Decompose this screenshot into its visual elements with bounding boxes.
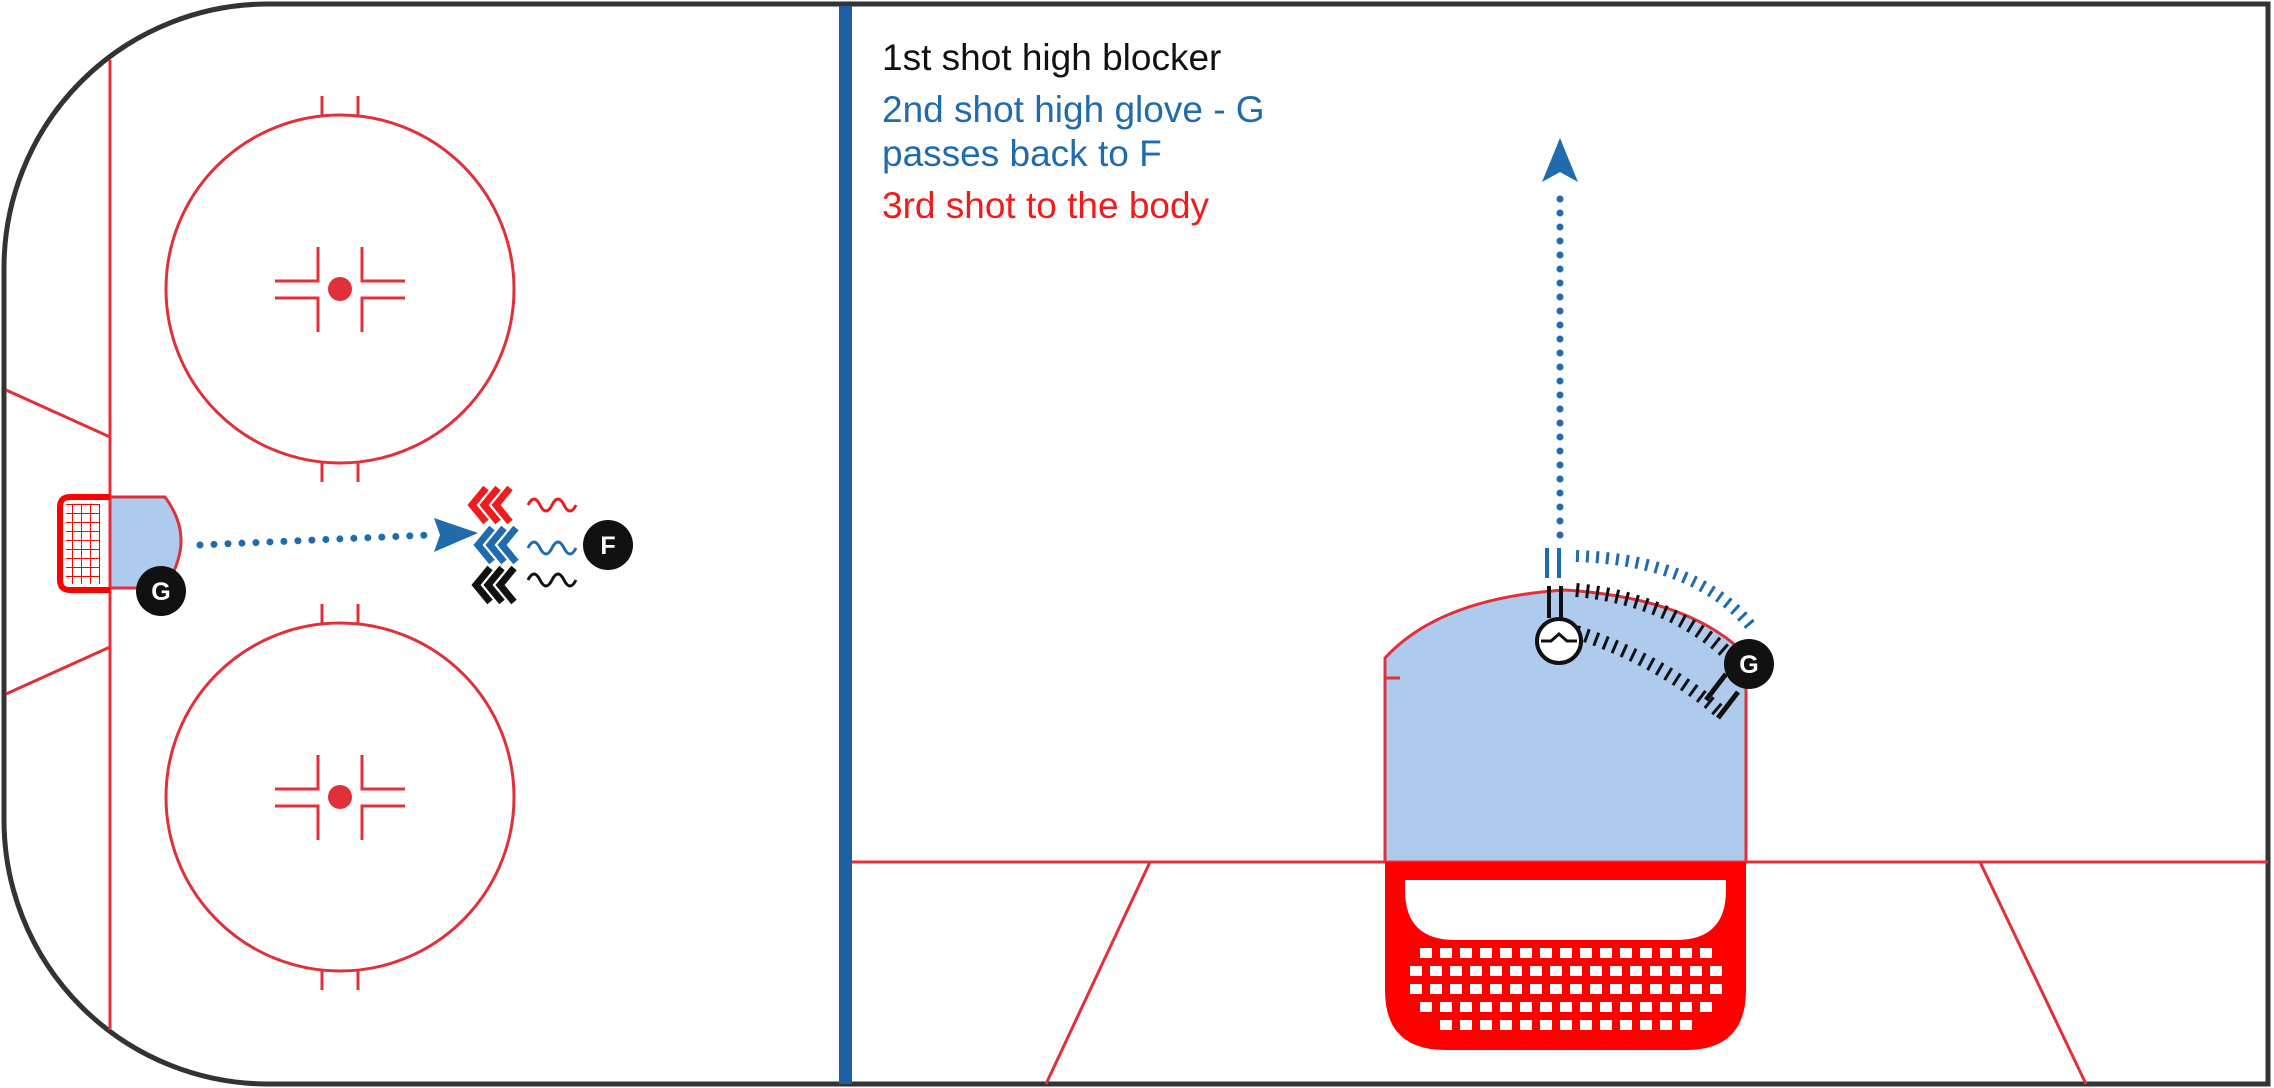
goal-net-left	[57, 494, 110, 593]
legend-shot-3: 3rd shot to the body	[882, 185, 1210, 226]
trapezoid-line-top	[5, 388, 111, 439]
pass-path-left	[196, 531, 434, 549]
puck-icon[interactable]	[1535, 617, 1583, 665]
faceoff-dot-bottom	[328, 785, 352, 809]
faceoff-circle-bottom	[164, 604, 516, 990]
skating-wave-icon	[526, 497, 578, 588]
legend-shot-2-line-1: 2nd shot high glove - G	[882, 89, 1265, 130]
trapezoid-line-right-2	[1978, 861, 2088, 1085]
blue-line	[839, 6, 852, 1084]
legend-shot-2-line-2: passes back to F	[882, 133, 1162, 174]
goalie-player-icon[interactable]: G	[136, 566, 186, 616]
faceoff-dot-top	[328, 277, 352, 301]
trapezoid-line-right-1	[1044, 861, 1152, 1085]
faceoff-circle-top	[164, 96, 516, 482]
arrow-head-icon	[434, 518, 478, 552]
goal-crease-right	[1383, 588, 1748, 864]
right-rink: G	[852, 138, 2268, 1085]
shot-chevron-icon	[467, 485, 519, 605]
left-rink: F G	[5, 60, 633, 1030]
arrow-head-icon	[1542, 138, 1578, 182]
legend-shot-1: 1st shot high blocker	[882, 37, 1222, 78]
goalie-player-icon[interactable]: G	[1724, 639, 1774, 689]
forward-player-icon[interactable]: F	[583, 520, 633, 570]
goalie-right-label: G	[1739, 651, 1758, 679]
trapezoid-line-bottom	[5, 645, 111, 696]
goalie-left-label: G	[151, 578, 170, 606]
forward-label: F	[600, 532, 615, 560]
goal-net-right	[1385, 862, 1746, 1050]
drill-legend: 1st shot high blocker 2nd shot high glov…	[882, 36, 1265, 228]
